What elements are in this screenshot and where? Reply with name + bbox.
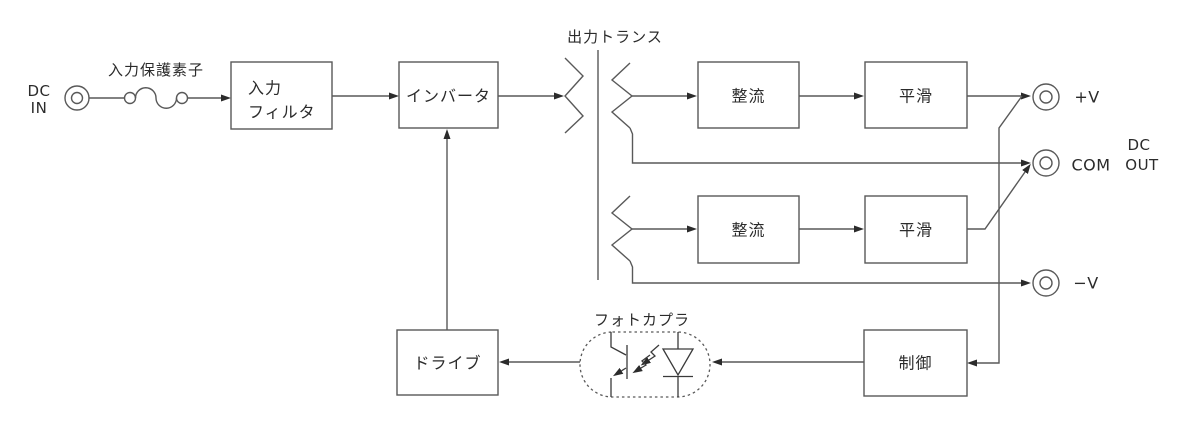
rectifier-bottom-box [697,195,800,264]
input-filter-box [230,61,333,130]
input-filter-block: 入力 フィルタ [230,61,333,130]
dc-in-label-line1: DC [27,82,50,100]
drive-box [396,329,499,396]
drive-label: ドライブ [413,354,481,373]
dc-out-label-line1: DC [1127,136,1150,154]
transformer-secondary-top-winding-icon [610,62,634,129]
control-box [863,329,968,397]
com-terminal: COM [1032,149,1110,177]
phototransistor-emitter-icon [613,367,627,377]
posv-connector-inner-icon [1039,90,1053,104]
input-filter-label-line1: 入力 [248,79,282,98]
inverter-box [398,61,499,129]
photocoupler: フォトカプラ [579,311,711,398]
phototransistor-collector-icon [610,332,627,356]
inverter-block: インバータ [398,61,499,129]
dc-in-terminal: DC IN [27,82,90,117]
negv-label: −V [1073,274,1098,293]
wire-smoothing-bottom-to-com [967,163,1031,230]
smoothing-bottom-block: 平滑 [864,195,968,264]
dc-out-label-group: DC OUT [1125,136,1159,174]
wire-feedback-sense [967,95,1023,367]
dc-out-label-line2: OUT [1125,156,1159,174]
dc-in-label-line2: IN [31,99,48,117]
smoothing-top-block: 平滑 [864,61,968,129]
rectifier-top-box [697,61,800,129]
transformer-secondary-bottom-winding-icon [610,195,634,262]
negv-terminal: −V [1032,269,1098,297]
input-protection-fuse: 入力保護素子 [89,61,231,109]
smoothing-bottom-box [864,195,968,264]
wire-negv-line [629,260,1031,287]
rectifier-bottom-block: 整流 [697,195,800,264]
com-label: COM [1071,156,1110,175]
light-arrow-top-icon [640,344,660,366]
smoothing-top-box [864,61,968,129]
posv-label: +V [1074,88,1099,107]
rectifier-top-block: 整流 [697,61,800,129]
output-transformer: 出力トランス [564,28,663,280]
smoothing-bottom-label: 平滑 [899,221,933,240]
com-connector-inner-icon [1039,156,1053,170]
dc-in-connector-inner-icon [70,91,84,105]
light-arrow-bottom-icon [632,354,651,374]
rectifier-bottom-label: 整流 [731,221,765,240]
wire-com-line [629,127,1031,167]
control-block: 制御 [863,329,968,397]
rectifier-top-label: 整流 [731,87,765,106]
fuse-right-contact-icon [175,91,189,105]
input-filter-label-line2: フィルタ [248,103,316,122]
drive-block: ドライブ [396,329,499,396]
transformer-primary-winding-icon [564,57,584,134]
fuse-element-icon [134,87,178,109]
photocoupler-outline-icon [579,331,711,398]
led-triangle-icon [661,348,695,377]
posv-terminal: +V [1032,83,1099,111]
output-transformer-label: 出力トランス [567,28,663,46]
input-protection-label: 入力保護素子 [108,61,204,79]
control-label: 制御 [898,354,932,373]
inverter-label: インバータ [406,87,491,106]
photocoupler-label: フォトカプラ [594,311,690,329]
fuse-left-contact-icon [123,91,137,105]
smoothing-top-label: 平滑 [899,87,933,106]
negv-connector-inner-icon [1039,276,1053,290]
